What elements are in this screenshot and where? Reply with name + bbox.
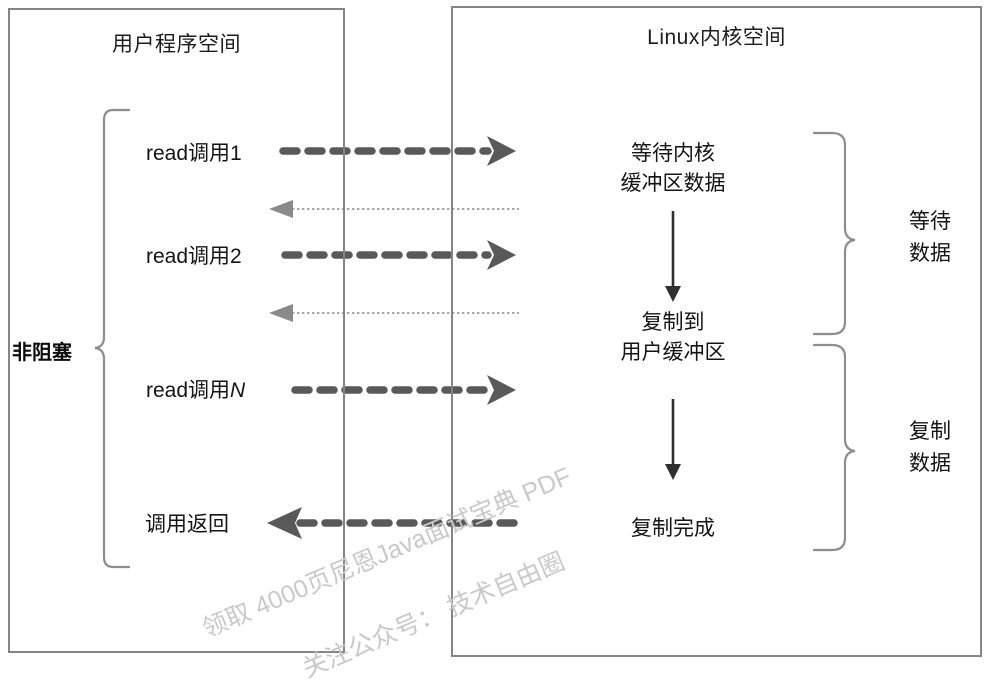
- label-read-call-n: read调用N: [146, 374, 245, 404]
- diagram-vector-layer: [94, 108, 856, 569]
- flow-return1-arrow: [269, 200, 519, 218]
- flow-read1-arrow: [279, 136, 516, 166]
- kernel-step-copy-to-user-buffer: 复制到 用户缓冲区: [620, 311, 726, 364]
- label-read-call-1-suffix: 1: [230, 142, 242, 165]
- label-read-call-n-prefix: read调用: [146, 379, 231, 402]
- label-read-call-n-suffix: N: [230, 379, 246, 402]
- label-call-return: 调用返回: [145, 513, 229, 536]
- user-space-boundary-box: [8, 8, 345, 653]
- label-read-call-2: read调用2: [146, 240, 242, 270]
- flow-return2-arrow: [269, 304, 519, 322]
- flow-wait-to-copy-arrow: [665, 211, 681, 302]
- label-nonblocking: 非阻塞: [12, 342, 72, 364]
- brace-label-copy-data: 复制 数据: [909, 420, 951, 475]
- wait-data-brace: [812, 131, 856, 336]
- kernel-space-title: Linux内核空间: [647, 26, 786, 49]
- kernel-step-wait-buffer-data: 等待内核 缓冲区数据: [620, 142, 726, 195]
- kernel-step-copy-complete: 复制完成: [631, 517, 715, 540]
- label-read-call-1: read调用1: [146, 137, 242, 167]
- user-space-title: 用户程序空间: [112, 33, 241, 56]
- flow-readN-arrow: [291, 375, 516, 405]
- diagram-canvas: 用户程序空间 Linux内核空间 read调用1 read调用2 read调用N…: [8, 6, 982, 683]
- label-read-call-2-prefix: read调用: [146, 245, 231, 268]
- flow-return-arrow: [267, 507, 522, 539]
- kernel-space-boundary-box: [451, 6, 982, 657]
- copy-data-brace: [812, 343, 856, 552]
- label-read-call-2-suffix: 2: [230, 245, 242, 268]
- flow-copy-to-done-arrow: [665, 399, 681, 480]
- flow-read2-arrow: [281, 240, 516, 270]
- brace-label-wait-data: 等待 数据: [909, 210, 951, 265]
- label-read-call-1-prefix: read调用: [146, 142, 231, 165]
- nonblocking-brace: [94, 108, 131, 569]
